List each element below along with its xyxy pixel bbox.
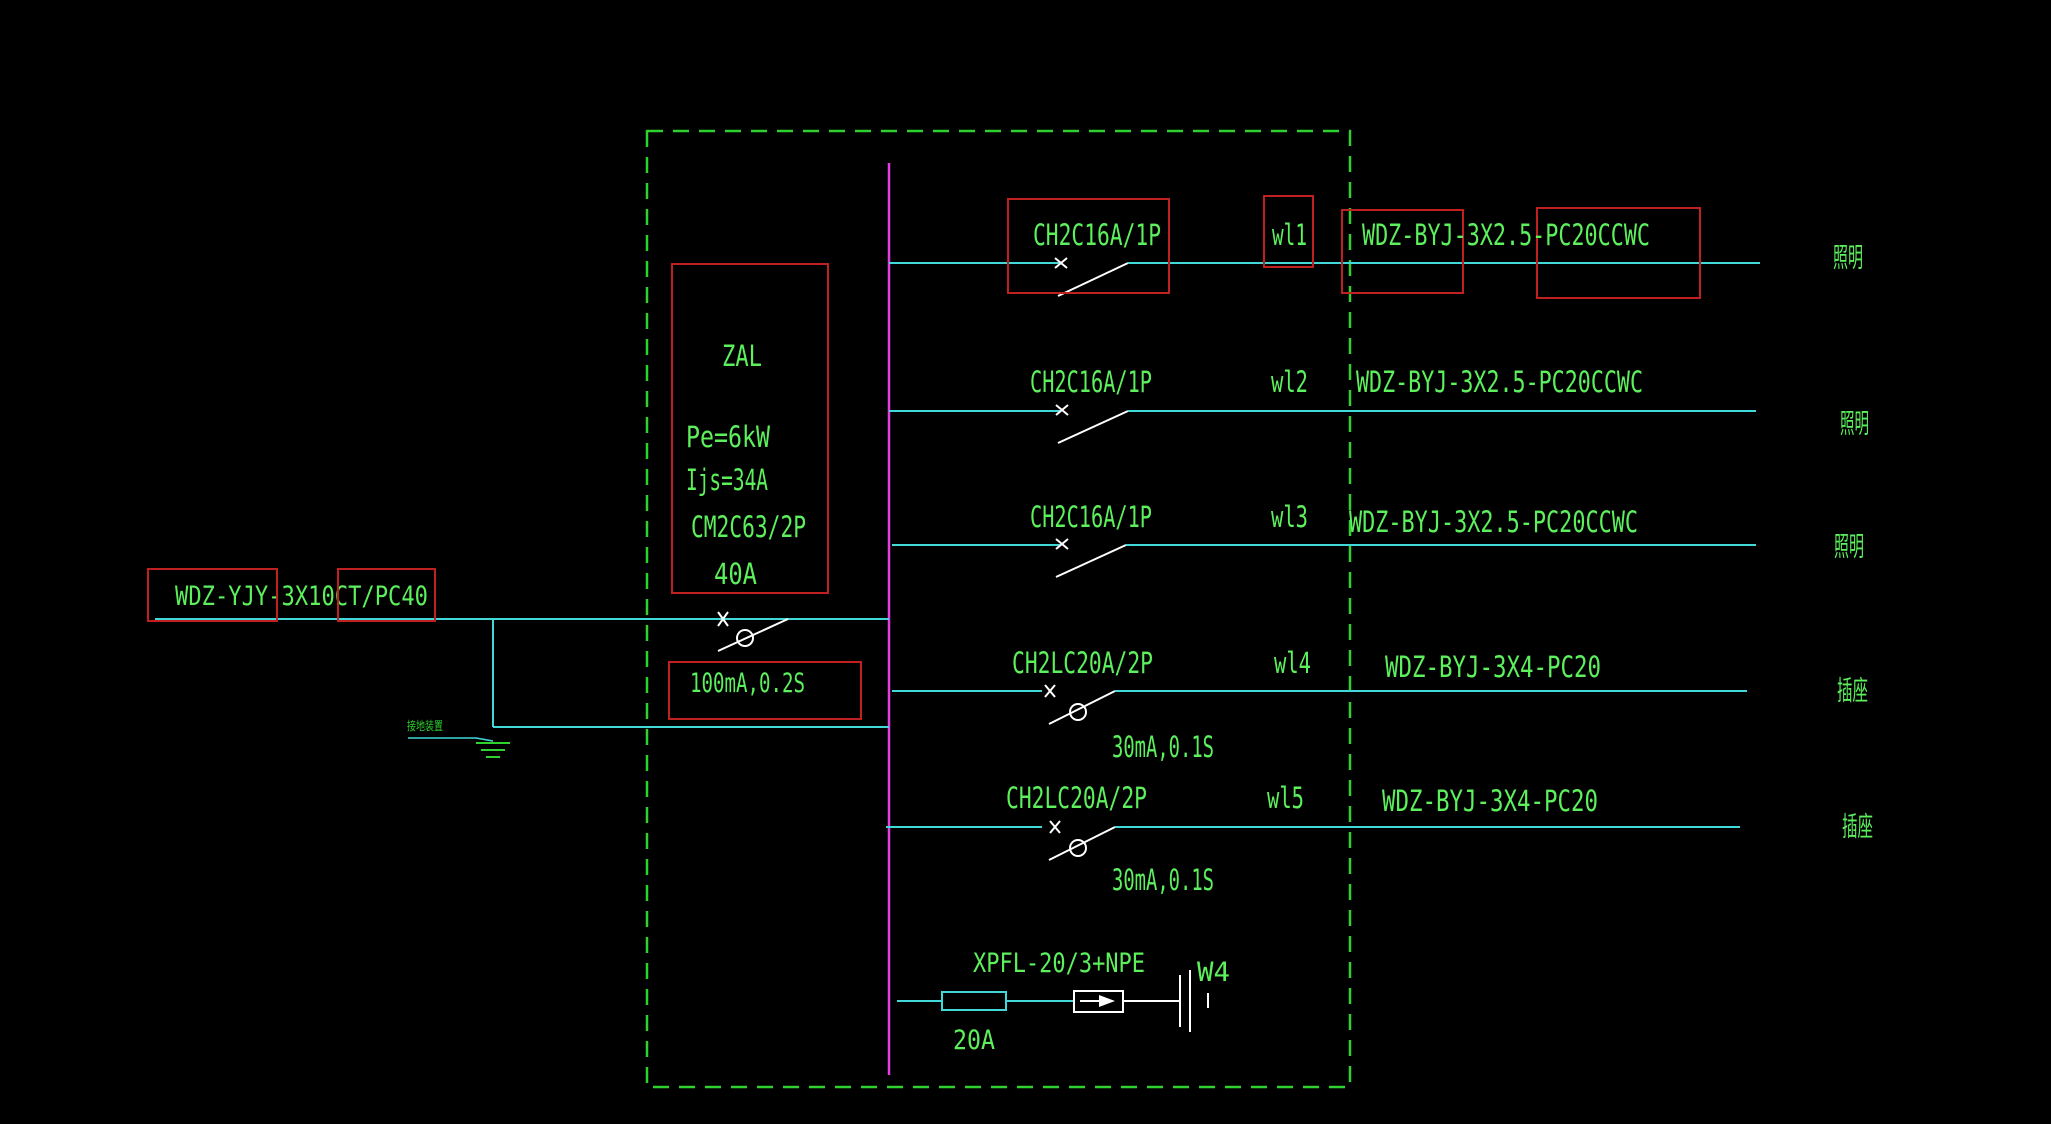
- highlight-box: [1263, 195, 1314, 268]
- highlight-box: [671, 263, 829, 594]
- circuit-breaker-label: CH2C16A/1P: [1030, 500, 1152, 534]
- circuit-wl5: CH2LC20A/2P wl5 WDZ-BYJ-3X4-PC20 30mA,0.…: [886, 781, 1873, 897]
- circuit-breaker-label: CH2LC20A/2P: [1012, 646, 1153, 680]
- ground-drop: [475, 737, 494, 742]
- incoming-cable-label: WDZ-YJY-3X10CT/PC40: [175, 581, 428, 612]
- breaker-cross: [1049, 820, 1061, 834]
- spd-arrow-head: [1099, 995, 1115, 1007]
- circuit-cable-label: WDZ-BYJ-3X2.5-PC20CCWC: [1356, 365, 1643, 399]
- circuit-breaker-label: CH2C16A/1P: [1033, 218, 1161, 252]
- highlight-box: [668, 661, 862, 720]
- incoming-feeder: WDZ-YJY-3X10CT/PC40: [147, 568, 889, 728]
- fuse-symbol: [941, 991, 1007, 1011]
- circuit-load-label: 照明: [1834, 532, 1864, 563]
- breaker-cross: [1054, 257, 1068, 269]
- circuit-load-label: 照明: [1833, 243, 1863, 274]
- breaker-cross: [1044, 684, 1056, 698]
- panel-rcd: 100mA,0.2S: [690, 668, 805, 699]
- rcd-circle: [736, 629, 754, 647]
- circuit-wl2: CH2C16A/1P wl2 WDZ-BYJ-3X2.5-PC20CCWC 照明: [889, 365, 1869, 444]
- ground-symbol: 接地装置: [407, 718, 510, 758]
- panel-boundary: [645, 129, 1352, 1089]
- rcd-circle: [1069, 839, 1087, 857]
- circuit-load-label: 插座: [1842, 812, 1873, 843]
- breaker-cross: [1055, 538, 1069, 550]
- highlight-box: [1007, 198, 1170, 294]
- spd-model-label: XPFL-20/3+NPE: [973, 948, 1145, 979]
- breaker-blade: [1048, 826, 1116, 861]
- fuse-rating-label: 20A: [953, 1025, 995, 1056]
- circuit-breaker-label: CH2LC20A/2P: [1006, 781, 1147, 815]
- circuit-id-label: wl4: [1274, 646, 1311, 680]
- main-breaker-symbol: [717, 611, 789, 652]
- circuit-id-label: wl1: [1272, 218, 1307, 252]
- spd-circuit-label: W4: [1197, 957, 1230, 988]
- circuit-cable-label: WDZ-BYJ-3X4-PC20: [1385, 650, 1601, 684]
- highlight-box: [1536, 207, 1701, 299]
- circuit-id-label: wl2: [1271, 365, 1308, 399]
- spd-branch: XPFL-20/3+NPE 20A W4: [897, 948, 1230, 1056]
- circuit-wl1: CH2C16A/1P wl1 WDZ-BYJ-3X2.5-PC20CCWC 照明: [889, 195, 1863, 299]
- panel-name: ZAL: [722, 339, 762, 373]
- panel-breaker: CM2C63/2P: [691, 510, 806, 544]
- breaker-blade: [1055, 544, 1127, 578]
- circuit-rcd-label: 30mA,0.1S: [1112, 730, 1214, 764]
- circuit-rcd-label: 30mA,0.1S: [1112, 863, 1214, 897]
- panel-rating: 40A: [714, 557, 757, 591]
- circuit-id-label: wl5: [1267, 781, 1304, 815]
- circuit-cable-label: WDZ-BYJ-3X4-PC20: [1382, 784, 1598, 818]
- highlight-box: [1341, 209, 1464, 294]
- circuit-wl4: CH2LC20A/2P wl4 WDZ-BYJ-3X4-PC20 30mA,0.…: [892, 646, 1868, 764]
- circuit-cable-label: WDZ-BYJ-3X2.5-PC20CCWC: [1362, 218, 1650, 252]
- panel-ijs: Ijs=34A: [686, 463, 768, 497]
- circuit-cable-label: WDZ-BYJ-3X2.5-PC20CCWC: [1349, 505, 1638, 539]
- breaker-cross: [717, 611, 729, 627]
- breaker-blade: [1057, 410, 1129, 444]
- circuit-id-label: wl3: [1271, 500, 1308, 534]
- ground-label: 接地装置: [407, 718, 443, 733]
- circuit-wl3: CH2C16A/1P wl3 WDZ-BYJ-3X2.5-PC20CCWC 照明: [892, 500, 1864, 578]
- breaker-blade: [1048, 690, 1116, 725]
- rcd-circle: [1069, 703, 1087, 721]
- highlight-box: [337, 568, 436, 622]
- circuit-load-label: 照明: [1840, 409, 1869, 440]
- panel-pe: Pe=6kW: [686, 420, 770, 454]
- breaker-cross: [1055, 404, 1069, 416]
- highlight-box: [147, 568, 278, 622]
- circuit-load-label: 插座: [1837, 676, 1868, 707]
- circuit-breaker-label: CH2C16A/1P: [1030, 365, 1152, 399]
- breaker-blade: [1057, 262, 1129, 297]
